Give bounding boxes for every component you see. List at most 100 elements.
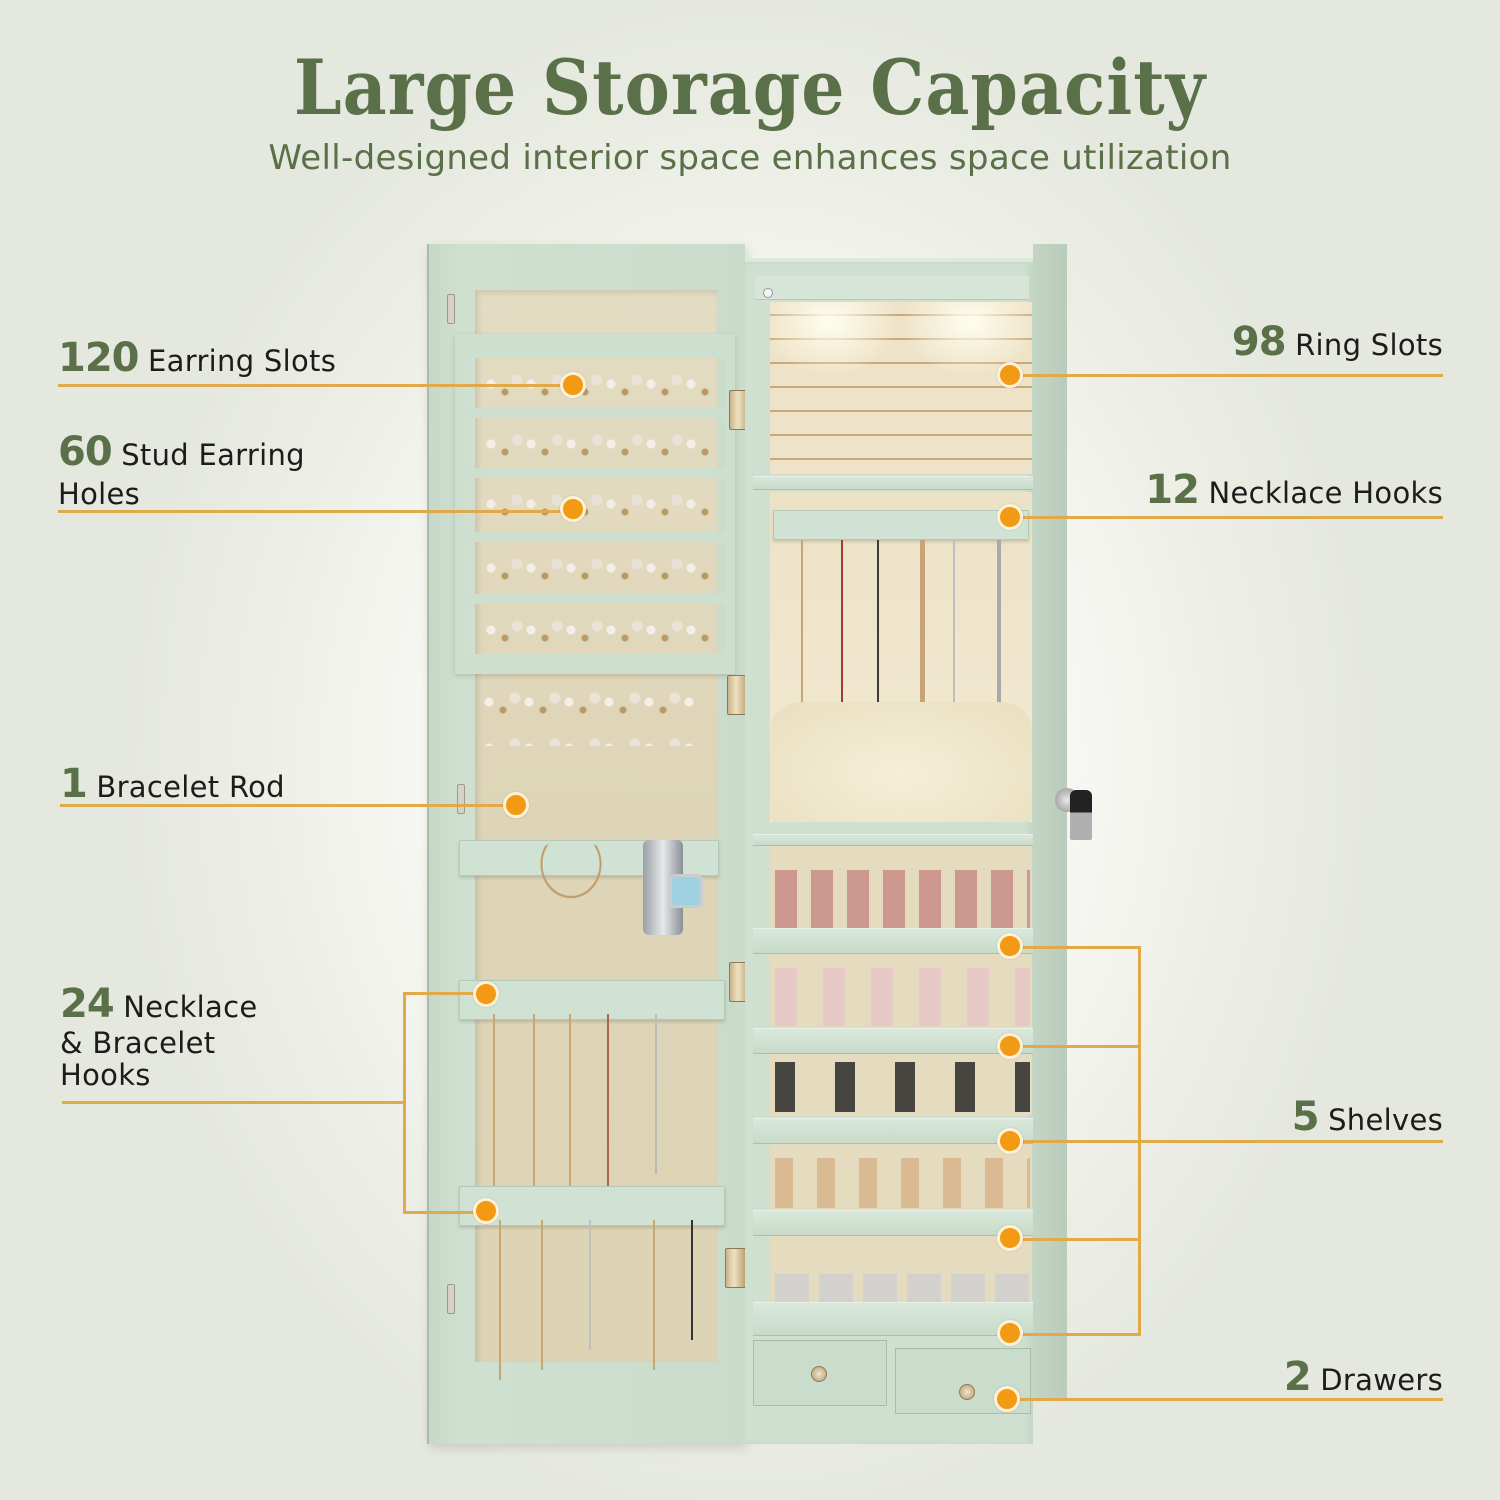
drawer-knob — [811, 1366, 827, 1382]
earrings-row — [483, 542, 711, 588]
cosmetic-jars — [775, 1274, 1030, 1304]
callout-bracket — [403, 992, 406, 1214]
necklace — [801, 540, 803, 740]
door-latch-bottom — [447, 1284, 455, 1314]
feature-count: 1 — [60, 761, 88, 807]
callout-dot — [994, 1386, 1020, 1412]
feature-label: Shelves — [1328, 1103, 1443, 1137]
feature-label: Ring Slots — [1295, 328, 1443, 362]
necklace-hook-bar — [773, 510, 1029, 540]
callout-line — [1010, 374, 1443, 377]
callout-line — [1010, 1398, 1443, 1401]
callout-line — [1010, 1140, 1443, 1143]
shelf-5 — [753, 1302, 1033, 1336]
callout-dot — [560, 496, 586, 522]
necklace — [953, 540, 955, 770]
cabinet-body — [745, 258, 1033, 1444]
feature-necklace-hooks: 12 Necklace Hooks — [1145, 466, 1443, 515]
cosmetic-bottles — [775, 968, 1030, 1026]
necklace-hook-bar-upper — [459, 980, 725, 1020]
callout-line — [62, 1101, 405, 1104]
necklace — [589, 1220, 591, 1350]
feature-count: 5 — [1291, 1094, 1320, 1140]
feature-ring-slots: 98 Ring Slots — [1232, 318, 1443, 367]
callout-line — [1010, 1333, 1140, 1336]
ring-shelf — [753, 476, 1033, 490]
callout-line — [403, 1211, 485, 1214]
hanging-earrings — [481, 676, 695, 746]
feature-label-line2: & Bracelet — [60, 1025, 216, 1060]
earring-bar — [469, 532, 725, 542]
key-icon — [1070, 790, 1092, 840]
callout-dot — [997, 1320, 1023, 1346]
callout-line — [403, 992, 485, 995]
feature-label: Stud Earring — [121, 438, 305, 472]
earrings-row — [483, 358, 711, 404]
necklace — [569, 1014, 571, 1224]
callout-bracket — [1138, 946, 1141, 1336]
feature-label: Drawers — [1320, 1363, 1443, 1397]
feature-label-line3: Hooks — [60, 1058, 151, 1093]
necklace — [493, 1014, 495, 1214]
feature-count: 12 — [1145, 467, 1200, 513]
callout-line — [58, 384, 573, 387]
ring-slot-area — [770, 302, 1032, 474]
shelf-1 — [753, 928, 1033, 954]
necklace — [920, 540, 925, 790]
callout-line — [60, 804, 515, 807]
callout-dot — [473, 981, 499, 1007]
feature-count: 24 — [60, 981, 115, 1027]
necklace — [499, 1220, 501, 1380]
callout-line — [1010, 516, 1443, 519]
shelf-2 — [753, 1028, 1033, 1054]
callout-line — [58, 510, 573, 513]
necklace-hook-bar-lower — [459, 1186, 725, 1226]
callout-dot — [560, 372, 586, 398]
earring-bar — [469, 594, 725, 604]
feature-bracelet-rod: 1 Bracelet Rod — [60, 760, 285, 809]
page-subtitle: Well-designed interior space enhances sp… — [268, 138, 1232, 178]
light-switch-icon — [763, 288, 773, 298]
feature-label: Necklace Hooks — [1208, 476, 1443, 510]
bangles — [521, 840, 621, 920]
storage-pouch — [770, 702, 1032, 822]
callout-line — [1010, 1045, 1140, 1048]
callout-dot — [997, 1033, 1023, 1059]
feature-necklace-bracelet-hooks: 24 Necklace & Bracelet Hooks — [60, 982, 258, 1092]
necklace — [541, 1220, 543, 1370]
door-latch-middle — [457, 784, 465, 814]
earrings-row — [483, 604, 711, 650]
nail-polish-bottles — [775, 870, 1030, 928]
earring-rack — [455, 334, 735, 674]
necklace — [653, 1220, 655, 1370]
feature-drawers: 2 Drawers — [1284, 1353, 1443, 1402]
callout-dot — [997, 1225, 1023, 1251]
necklace — [877, 540, 879, 780]
callout-dot — [997, 504, 1023, 530]
feature-count: 60 — [58, 429, 113, 475]
earring-bar — [469, 408, 725, 418]
callout-dot — [997, 933, 1023, 959]
feature-label-line2: Holes — [58, 476, 141, 511]
earring-bar — [469, 348, 725, 358]
feature-shelves: 5 Shelves — [1292, 1093, 1443, 1142]
earring-bar — [469, 654, 725, 664]
necklace — [533, 1014, 535, 1194]
shelf-4 — [753, 1210, 1033, 1236]
necklace — [691, 1220, 693, 1340]
led-light-strip — [755, 276, 1029, 300]
feature-label: Earring Slots — [148, 344, 337, 378]
drawer-knob — [959, 1384, 975, 1400]
callout-dot — [473, 1198, 499, 1224]
feature-count: 2 — [1283, 1354, 1312, 1400]
feature-label: Bracelet Rod — [96, 770, 285, 804]
necklace — [997, 540, 1001, 760]
necklace — [841, 540, 843, 770]
feature-stud-earring-holes: 60 Stud Earring Holes — [58, 428, 305, 512]
page-title: Large Storage Capacity — [293, 43, 1207, 133]
earrings-row — [483, 478, 711, 524]
callout-line — [1010, 946, 1140, 949]
cabinet-side-panel — [1033, 244, 1067, 1400]
feature-label: Necklace — [123, 990, 258, 1024]
left-door — [427, 244, 745, 1444]
